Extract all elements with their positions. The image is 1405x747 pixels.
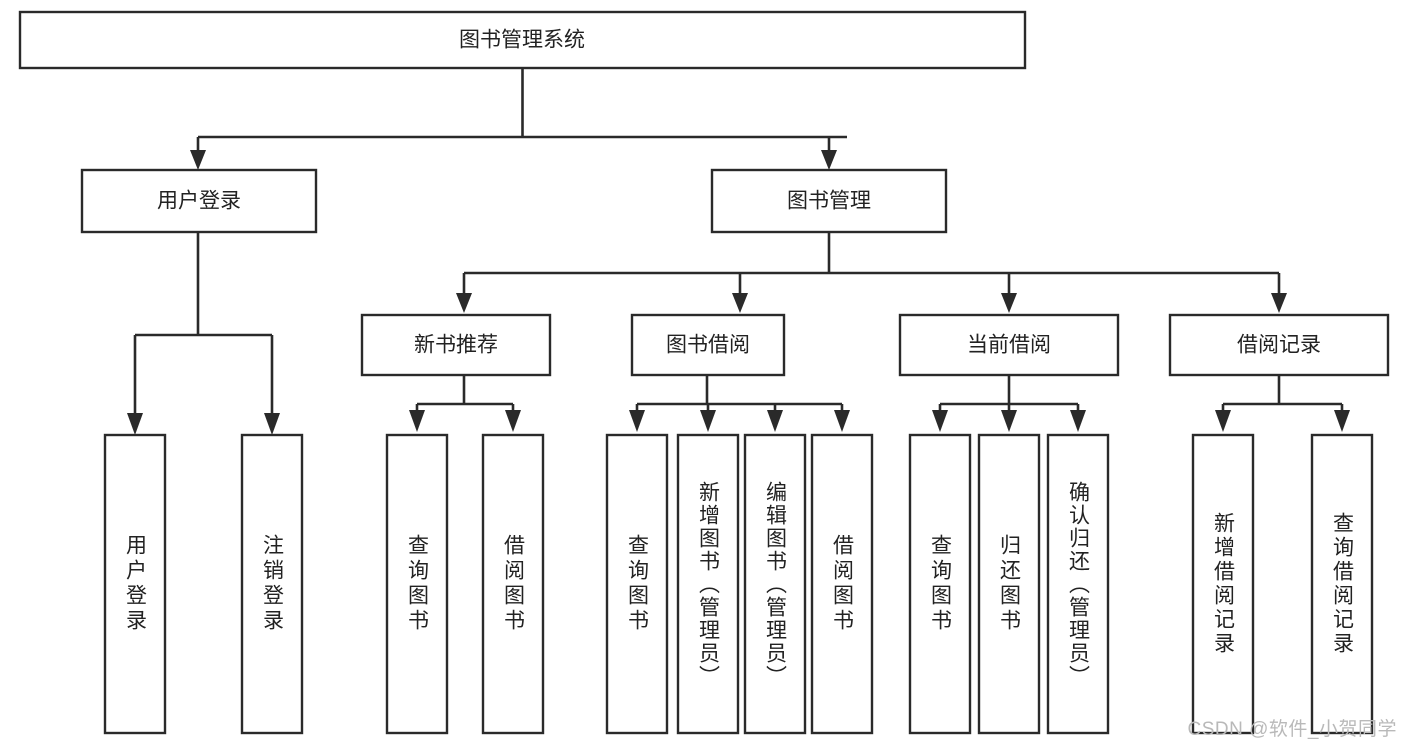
node-current-borrow-box[interactable]: [898, 313, 1120, 377]
connector-borrow-to-leaves: [629, 375, 850, 432]
node-user-login[interactable]: 用户登录: [80, 168, 318, 234]
node-borrow-record-box[interactable]: [1168, 313, 1390, 377]
leaf-box-borrow-borrow-book[interactable]: [810, 433, 874, 735]
leaf-box-user-login[interactable]: [103, 433, 167, 735]
leaf-box-edit-book-admin[interactable]: [743, 433, 807, 735]
connector-recommend-to-leaves: [409, 375, 521, 432]
node-current-borrow[interactable]: 当前借阅: [898, 313, 1120, 377]
node-new-book-recommend-label: 新书推荐: [414, 334, 498, 357]
node-current-borrow-label: 当前借阅: [967, 334, 1051, 357]
node-borrow-record[interactable]: 借阅记录: [1168, 313, 1390, 377]
connector-userlogin-to-leaves: [127, 232, 280, 435]
node-book-management-label: 图书管理: [787, 190, 871, 213]
node-root[interactable]: 图书管理系统: [18, 10, 1027, 70]
node-book-management-box[interactable]: [710, 168, 948, 234]
leaf-box-borrow-query-book[interactable]: [605, 433, 669, 735]
leaf-box-recommend-query-book[interactable]: [385, 433, 449, 735]
connector-record-to-leaves: [1215, 375, 1350, 432]
node-root-label: 图书管理系统: [459, 29, 585, 52]
connector-books-to-level3: [456, 232, 1287, 313]
connector-current-to-leaves: [932, 375, 1086, 432]
leaf-box-recommend-borrow-book[interactable]: [481, 433, 545, 735]
node-book-borrow[interactable]: 图书借阅: [630, 313, 786, 377]
leaf-box-current-query-book[interactable]: [908, 433, 972, 735]
node-user-login-box[interactable]: [80, 168, 318, 234]
node-root-box[interactable]: [18, 10, 1027, 70]
node-book-borrow-box[interactable]: [630, 313, 786, 377]
node-new-book-recommend-box[interactable]: [360, 313, 552, 377]
leaf-box-logout[interactable]: [240, 433, 304, 735]
leaf-box-add-borrow-record[interactable]: [1191, 433, 1255, 735]
connector-root-to-level2: [190, 68, 847, 170]
node-new-book-recommend[interactable]: 新书推荐: [360, 313, 552, 377]
node-book-management[interactable]: 图书管理: [710, 168, 948, 234]
node-book-borrow-label: 图书借阅: [666, 334, 750, 357]
node-borrow-record-label: 借阅记录: [1237, 334, 1321, 357]
leaf-box-query-borrow-record[interactable]: [1310, 433, 1374, 735]
node-user-login-label: 用户登录: [157, 190, 241, 213]
leaf-box-add-book-admin[interactable]: [676, 433, 740, 735]
leaf-box-confirm-return-admin[interactable]: [1046, 433, 1110, 735]
csdn-watermark: CSDN @软件_小贺同学: [1187, 719, 1397, 740]
leaf-box-return-book[interactable]: [977, 433, 1041, 735]
